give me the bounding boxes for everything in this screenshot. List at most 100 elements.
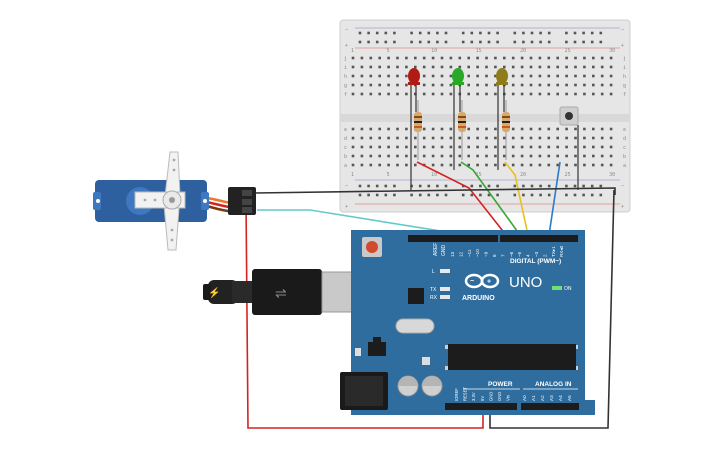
breadboard-hole[interactable] bbox=[592, 163, 595, 167]
rail-hole[interactable] bbox=[384, 31, 388, 35]
breadboard-hole[interactable] bbox=[405, 154, 408, 158]
breadboard-hole[interactable] bbox=[556, 56, 559, 60]
breadboard-hole[interactable] bbox=[592, 154, 595, 158]
breadboard-hole[interactable] bbox=[431, 163, 435, 167]
rail-hole[interactable] bbox=[513, 31, 517, 35]
breadboard-hole[interactable] bbox=[583, 154, 586, 158]
breadboard-hole[interactable] bbox=[609, 136, 613, 140]
breadboard-hole[interactable] bbox=[414, 92, 417, 96]
breadboard-hole[interactable] bbox=[520, 127, 524, 131]
breadboard-hole[interactable] bbox=[574, 154, 577, 158]
rail-hole[interactable] bbox=[487, 184, 491, 188]
breadboard-hole[interactable] bbox=[574, 127, 577, 131]
rail-hole[interactable] bbox=[547, 184, 551, 188]
wire-black-gnd-board[interactable] bbox=[489, 189, 615, 429]
rail-hole[interactable] bbox=[436, 40, 439, 44]
rail-hole[interactable] bbox=[444, 31, 448, 35]
breadboard-hole[interactable] bbox=[511, 136, 515, 140]
breadboard-hole[interactable] bbox=[547, 145, 551, 149]
breadboard-hole[interactable] bbox=[360, 154, 364, 158]
breadboard-hole[interactable] bbox=[503, 145, 506, 149]
breadboard-hole[interactable] bbox=[547, 127, 551, 131]
rail-hole[interactable] bbox=[418, 40, 422, 44]
breadboard-hole[interactable] bbox=[511, 163, 515, 167]
breadboard-hole[interactable] bbox=[609, 92, 613, 96]
rail-hole[interactable] bbox=[590, 40, 594, 44]
breadboard-hole[interactable] bbox=[422, 74, 426, 78]
breadboard-hole[interactable] bbox=[485, 145, 488, 149]
breadboard-hole[interactable] bbox=[414, 136, 417, 140]
breadboard-hole[interactable] bbox=[529, 74, 533, 78]
rail-hole[interactable] bbox=[590, 193, 594, 197]
breadboard-hole[interactable] bbox=[449, 92, 453, 96]
breadboard-hole[interactable] bbox=[449, 127, 453, 131]
breadboard-hole[interactable] bbox=[414, 56, 417, 60]
breadboard-hole[interactable] bbox=[583, 74, 586, 78]
breadboard-hole[interactable] bbox=[387, 83, 390, 87]
rail-hole[interactable] bbox=[487, 31, 491, 35]
breadboard-hole[interactable] bbox=[547, 92, 551, 96]
breadboard-hole[interactable] bbox=[387, 56, 390, 60]
breadboard-hole[interactable] bbox=[609, 127, 613, 131]
breadboard-hole[interactable] bbox=[405, 136, 408, 140]
breadboard-hole[interactable] bbox=[396, 163, 399, 167]
breadboard-hole[interactable] bbox=[494, 92, 497, 96]
breadboard-hole[interactable] bbox=[592, 92, 595, 96]
breadboard-hole[interactable] bbox=[440, 65, 444, 69]
breadboard-hole[interactable] bbox=[396, 56, 399, 60]
breadboard-hole[interactable] bbox=[538, 74, 542, 78]
rail-hole[interactable] bbox=[384, 184, 388, 188]
breadboard-hole[interactable] bbox=[467, 163, 470, 167]
breadboard-hole[interactable] bbox=[467, 145, 470, 149]
breadboard-hole[interactable] bbox=[458, 65, 462, 69]
breadboard-hole[interactable] bbox=[609, 74, 613, 78]
breadboard-hole[interactable] bbox=[360, 74, 364, 78]
rail-hole[interactable] bbox=[479, 40, 482, 44]
breadboard-hole[interactable] bbox=[369, 92, 373, 96]
breadboard-hole[interactable] bbox=[360, 56, 364, 60]
rail-hole[interactable] bbox=[599, 193, 603, 197]
breadboard-hole[interactable] bbox=[405, 56, 408, 60]
rail-hole[interactable] bbox=[436, 31, 439, 35]
breadboard-hole[interactable] bbox=[431, 136, 435, 140]
rail-hole[interactable] bbox=[418, 31, 422, 35]
breadboard-hole[interactable] bbox=[476, 65, 479, 69]
rail-hole[interactable] bbox=[375, 184, 379, 188]
breadboard-hole[interactable] bbox=[369, 83, 373, 87]
breadboard-hole[interactable] bbox=[378, 83, 381, 87]
red-led[interactable] bbox=[408, 68, 420, 190]
rail-hole[interactable] bbox=[461, 31, 465, 35]
breadboard-hole[interactable] bbox=[600, 65, 604, 69]
breadboard-hole[interactable] bbox=[538, 83, 542, 87]
breadboard-hole[interactable] bbox=[476, 163, 479, 167]
breadboard-hole[interactable] bbox=[378, 127, 381, 131]
rail-hole[interactable] bbox=[565, 40, 568, 44]
breadboard-hole[interactable] bbox=[609, 145, 613, 149]
breadboard-hole[interactable] bbox=[476, 136, 479, 140]
rail-hole[interactable] bbox=[582, 193, 585, 197]
breadboard-hole[interactable] bbox=[583, 136, 586, 140]
breadboard-hole[interactable] bbox=[538, 56, 542, 60]
breadboard-hole[interactable] bbox=[476, 92, 479, 96]
breadboard-hole[interactable] bbox=[529, 56, 533, 60]
breadboard-hole[interactable] bbox=[378, 92, 381, 96]
breadboard-hole[interactable] bbox=[609, 83, 613, 87]
breadboard-hole[interactable] bbox=[414, 65, 417, 69]
breadboard-hole[interactable] bbox=[547, 136, 551, 140]
breadboard-hole[interactable] bbox=[494, 154, 497, 158]
breadboard-hole[interactable] bbox=[600, 136, 604, 140]
rail-hole[interactable] bbox=[582, 31, 585, 35]
breadboard-hole[interactable] bbox=[378, 154, 381, 158]
rail-hole[interactable] bbox=[384, 40, 388, 44]
rail-hole[interactable] bbox=[539, 40, 542, 44]
breadboard-hole[interactable] bbox=[431, 56, 435, 60]
breadboard-hole[interactable] bbox=[565, 83, 568, 87]
digital-header[interactable] bbox=[408, 235, 578, 242]
breadboard-hole[interactable] bbox=[396, 83, 399, 87]
rail-hole[interactable] bbox=[410, 40, 413, 44]
breadboard-hole[interactable] bbox=[351, 92, 355, 96]
breadboard-hole[interactable] bbox=[431, 65, 435, 69]
rail-hole[interactable] bbox=[565, 184, 568, 188]
breadboard-hole[interactable] bbox=[494, 65, 497, 69]
breadboard-hole[interactable] bbox=[351, 154, 355, 158]
